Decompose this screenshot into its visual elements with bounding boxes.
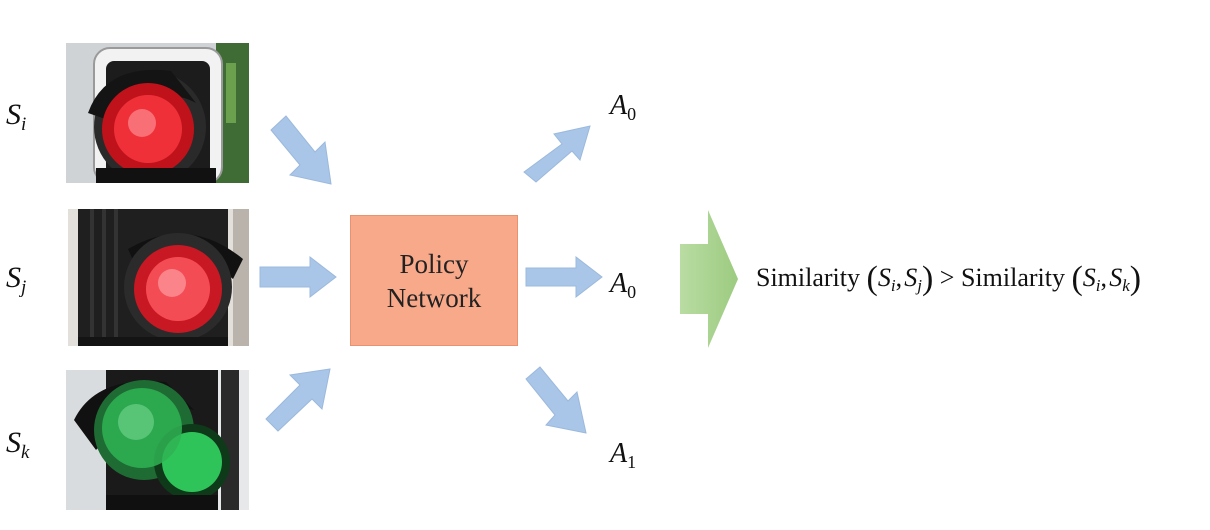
arrow-policy-to-action-middle bbox=[525, 255, 603, 299]
action-label-bottom: A1 bbox=[610, 438, 637, 472]
arrow-policy-to-action-top bbox=[523, 125, 591, 183]
arrow-policy-to-action-bottom bbox=[525, 366, 587, 434]
traffic-light-image-j bbox=[68, 209, 249, 346]
state-label-j: Sj bbox=[6, 261, 27, 298]
state-label-i: Si bbox=[6, 98, 27, 135]
similarity-statement: Similarity (Si, Sj) > Similarity (Si, Sk… bbox=[756, 260, 1142, 297]
action-label-top: A0 bbox=[610, 90, 637, 124]
action-label-middle: A0 bbox=[610, 268, 637, 302]
traffic-light-image-k bbox=[66, 370, 249, 510]
policy-network-label: Policy Network bbox=[386, 248, 482, 313]
traffic-light-image-i bbox=[66, 43, 249, 183]
state-label-k: Sk bbox=[6, 426, 30, 463]
conclusion-arrow bbox=[680, 210, 738, 348]
policy-network-box: Policy Network bbox=[350, 215, 518, 346]
arrow-state-j-to-policy bbox=[259, 255, 337, 299]
arrow-state-i-to-policy bbox=[270, 115, 332, 185]
arrow-state-k-to-policy bbox=[265, 368, 331, 432]
